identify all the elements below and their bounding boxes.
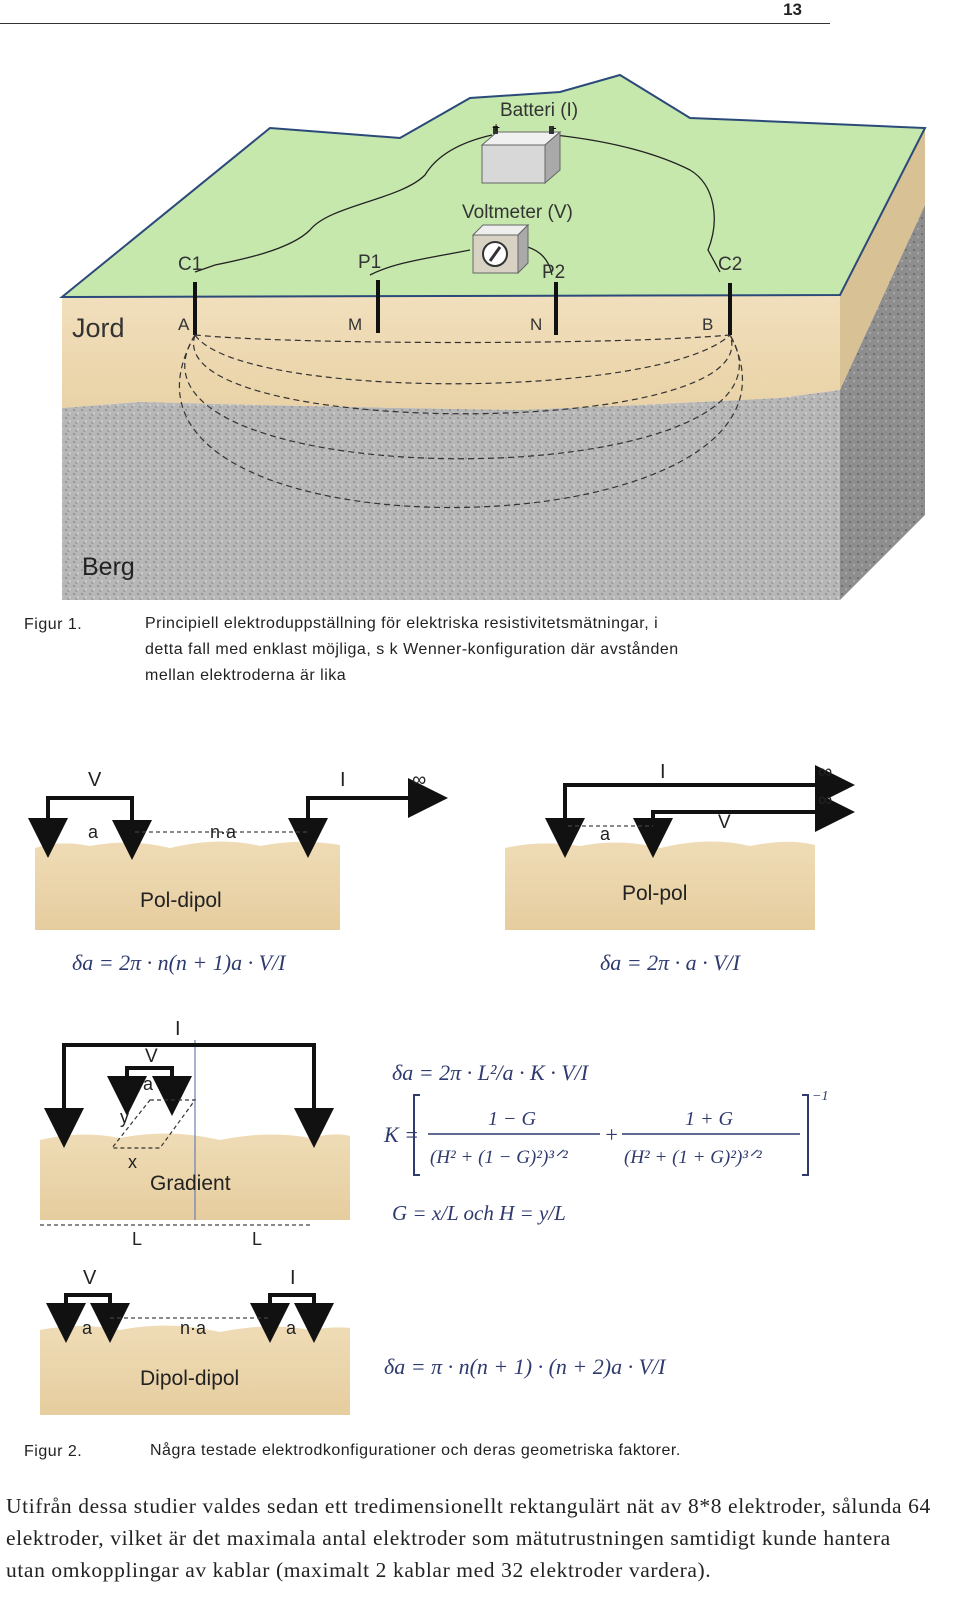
svg-text:V: V (88, 769, 102, 791)
wire (369, 249, 471, 276)
svg-text:V: V (145, 1046, 158, 1067)
svg-text:I: I (660, 761, 666, 783)
battery-minus: - (552, 119, 557, 135)
svg-text:a: a (82, 1318, 93, 1338)
svg-text:δa = π · n(n + 1) · (n + 2)a ·: δa = π · n(n + 1) · (n + 2)a · V/I (384, 1354, 667, 1379)
svg-text:Gradient: Gradient (150, 1172, 231, 1195)
figure-2-configurations: V I ∞ a n·a Pol-dipol δa = 2π · n(n + 1)… (28, 761, 855, 1415)
svg-text:δa = 2π · L²/a · K · V/I: δa = 2π · L²/a · K · V/I (392, 1060, 590, 1085)
label-p2: P2 (542, 262, 565, 283)
svg-text:L: L (252, 1229, 262, 1249)
label-rock: Berg (82, 553, 135, 581)
battery-icon (480, 126, 562, 185)
caption-line: mellan elektroderna är lika (145, 667, 347, 684)
svg-text:(H² + (1 + G)²)³ᐟ²: (H² + (1 + G)²)³ᐟ² (624, 1147, 762, 1168)
page-number: 13 (783, 0, 802, 19)
current-field-lines (178, 334, 743, 509)
dipol-dipol-diagram: V I a n·a a Dipol-dipol δa = π · n(n + 1… (40, 1267, 667, 1415)
label-p1: P1 (358, 252, 381, 273)
battery-label: Batteri (I) (500, 100, 578, 121)
svg-text:V: V (83, 1267, 97, 1289)
svg-text:n·a: n·a (180, 1318, 207, 1338)
svg-text:V: V (718, 812, 731, 833)
figure-2-caption-label: Figur 2. (24, 1443, 83, 1460)
block-front-rock (62, 390, 840, 600)
pol-pol-diagram: I ∞ ∞ V a Pol-pol δa = 2π · a · V/I (505, 761, 855, 975)
wire (554, 134, 721, 273)
svg-text:x: x (128, 1152, 137, 1172)
header-rule (0, 23, 830, 24)
svg-text:a: a (143, 1074, 154, 1094)
svg-text:1 + G: 1 + G (685, 1108, 733, 1130)
figure-2-caption: Några testade elektrodkonfigurationer oc… (150, 1442, 681, 1459)
ground-surface (59, 73, 927, 299)
gradient-diagram: I V a y x Gradient L L δa = 2π · L²/a · … (40, 1018, 828, 1249)
svg-text:∞: ∞ (412, 769, 426, 791)
svg-text:∞: ∞ (818, 761, 832, 783)
label-soil: Jord (72, 313, 125, 343)
label-n: N (530, 315, 542, 334)
wire (194, 134, 493, 273)
svg-text:y: y (120, 1107, 129, 1127)
caption-line: Principiell elektroduppställning för ele… (145, 615, 659, 632)
label-c2: C2 (718, 254, 742, 275)
label-b: B (702, 315, 713, 334)
svg-text:(H² + (1 − G)²)³ᐟ²: (H² + (1 − G)²)³ᐟ² (430, 1147, 568, 1168)
svg-text:G = x/L och H = y/L: G = x/L och H = y/L (392, 1201, 566, 1225)
svg-text:Dipol-dipol: Dipol-dipol (140, 1367, 239, 1390)
caption-line: detta fall med enklast möjliga, s k Wenn… (145, 641, 679, 658)
svg-text:+: + (604, 1122, 619, 1147)
label-m: M (348, 315, 362, 334)
svg-text:δa = 2π · a · V/I: δa = 2π · a · V/I (600, 950, 742, 975)
svg-text:Pol-dipol: Pol-dipol (140, 889, 222, 912)
label-a: A (178, 315, 190, 334)
svg-text:∞: ∞ (818, 789, 832, 811)
svg-text:1 − G: 1 − G (488, 1108, 536, 1130)
svg-text:n·a: n·a (210, 822, 237, 842)
svg-text:L: L (132, 1229, 142, 1249)
pol-dipol-diagram: V I ∞ a n·a Pol-dipol δa = 2π · n(n + 1)… (28, 769, 448, 975)
block-side-soil (840, 128, 925, 390)
svg-text:Pol-pol: Pol-pol (622, 882, 687, 905)
figure-1-block-diagram: Batteri (I) + - Voltmeter (V) C1 P1 P2 C… (59, 73, 927, 600)
svg-text:−1: −1 (812, 1089, 828, 1104)
svg-text:δa = 2π · n(n + 1)a · V/I: δa = 2π · n(n + 1)a · V/I (72, 950, 287, 975)
figure-1-caption-label: Figur 1. (24, 616, 83, 633)
voltmeter-label: Voltmeter (V) (462, 202, 573, 223)
svg-text:a: a (88, 822, 99, 842)
voltmeter-icon (471, 223, 530, 275)
svg-text:a: a (286, 1318, 297, 1338)
block-side-rock (840, 205, 925, 600)
body-paragraph: Utifrån dessa studier valdes sedan ett t… (6, 1494, 931, 1582)
battery-plus: + (492, 119, 500, 135)
svg-text:a: a (600, 824, 611, 844)
svg-text:I: I (340, 769, 346, 791)
svg-text:I: I (290, 1267, 296, 1289)
figure-1-caption: Principiell elektroduppställning för ele… (145, 611, 945, 689)
svg-text:I: I (175, 1018, 181, 1040)
block-front-soil (62, 295, 840, 410)
label-c1: C1 (178, 254, 202, 275)
